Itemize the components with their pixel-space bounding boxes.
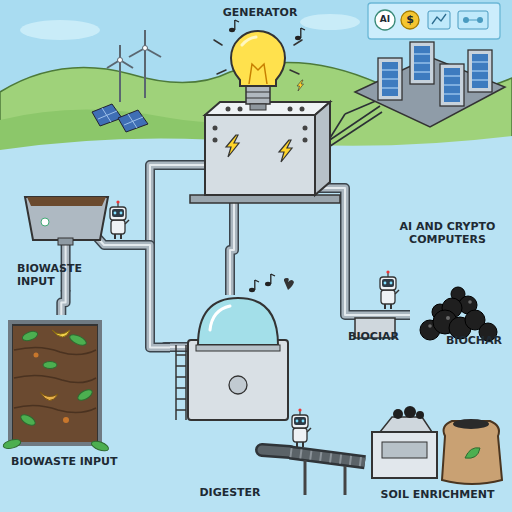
connector-stroke [130, 245, 170, 348]
part-label: BIOCIAR [348, 330, 418, 343]
pipe-connector [61, 290, 65, 315]
connector-stroke [230, 202, 234, 295]
connector-stroke [61, 290, 65, 315]
pipe-connector [325, 188, 410, 315]
compost-bin: BIOWASTE INPUT [5, 315, 130, 475]
node-label: GENERATOR [195, 6, 325, 19]
connector-stroke [290, 453, 365, 463]
pipe-connector [230, 202, 234, 295]
soil-bag: SOIL ENRICHMENT [365, 420, 510, 510]
connector-stroke [290, 453, 365, 463]
node-label: BIOWASTE INPUT [17, 262, 89, 288]
conveyor-belt [290, 453, 365, 463]
connector-stroke [61, 290, 65, 315]
digester-tank: DIGESTER [170, 295, 290, 505]
generator-unit: GENERATOR [195, 2, 325, 202]
connector-stroke [130, 245, 170, 348]
icon-text: $ [402, 13, 418, 26]
connector-stroke [61, 290, 65, 315]
connector-stroke [325, 188, 410, 315]
node-label: AI AND CRYPTO COMPUTERS [385, 220, 510, 246]
connector-stroke [325, 188, 410, 315]
belt-stub [262, 450, 290, 452]
node-label: DIGESTER [170, 486, 290, 499]
biochar-pile: BIOCHAR [410, 280, 510, 350]
connector-stroke [230, 202, 234, 295]
connector-stroke [230, 202, 234, 295]
icon-text: AI [375, 14, 395, 25]
connector-stroke [130, 245, 170, 348]
node-label: BIOCHAR [438, 334, 510, 347]
node-label: SOIL ENRICHMENT [365, 488, 510, 501]
pipe-connector [130, 245, 170, 348]
computer-cluster: AI AND CRYPTO COMPUTERS [345, 20, 510, 255]
connector-stroke [325, 188, 410, 315]
node-label: BIOWASTE INPUT [11, 455, 130, 468]
connector-stroke [290, 453, 365, 463]
waste-hopper: BIOWASTE INPUT [15, 190, 130, 290]
